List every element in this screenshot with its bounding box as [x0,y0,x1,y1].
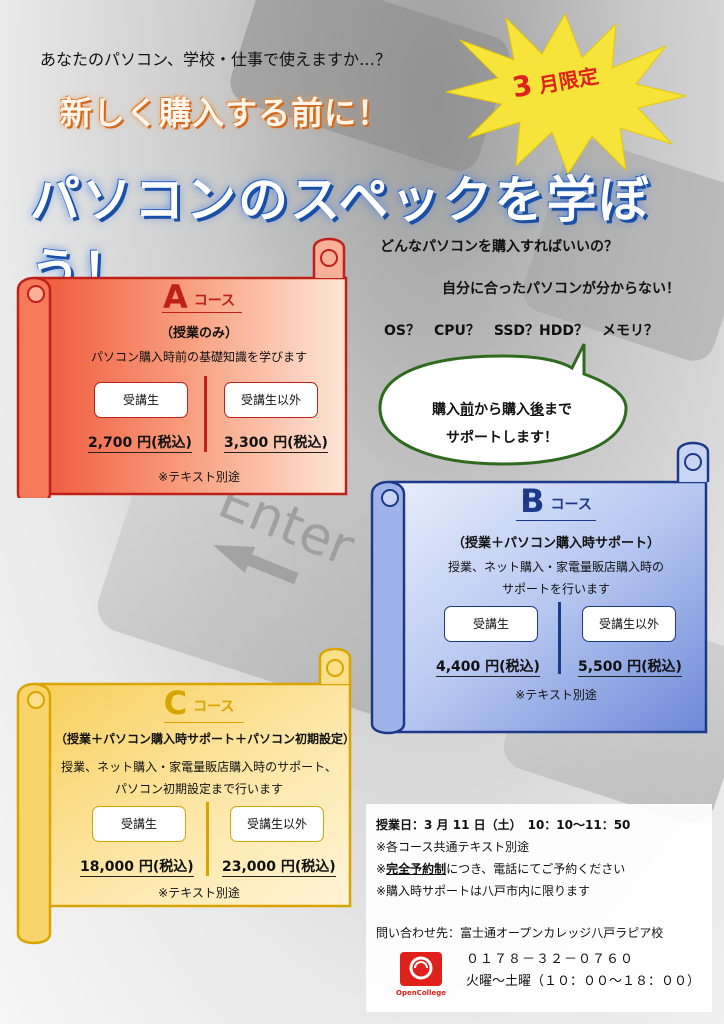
bubble-word-1: 購入 [432,402,460,418]
course-a-description: パソコン購入時前の基礎知識を学びます [90,350,307,364]
bubble-word-after: 後 [530,402,544,418]
course-c-description-1: 授業、ネット購入・家電量販店購入時のサポート、 [61,760,337,774]
course-b-title: B コース [408,482,704,520]
course-b-label-student: 受講生 [444,606,538,642]
question-3: OS？ CPU？ SSD？HDD？ メモリ？ [384,323,659,339]
headline-sub: 新しく購入する前に！ [60,94,391,132]
course-c-card: C コース （授業＋パソコン購入時サポート＋パソコン初期設定） 授業、ネット購入・… [14,644,360,950]
info-note-2-suffix: につき、電話にてご予約ください [446,862,626,876]
course-b-price-other: 5,500 円(税込) [578,656,682,677]
speech-bubble [378,343,628,466]
course-a-card: A コース （授業のみ） パソコン購入時前の基礎知識を学びます 受講生 受講生以外… [14,234,354,498]
course-a-subtitle: （授業のみ） [159,326,238,341]
course-a-scroll-shape [16,237,348,498]
course-b-title-underline [516,520,596,521]
bubble-text: 購入前から購入後まで サポートします！ [412,396,592,452]
contact: 問い合わせ先：富士通オープンカレッジ八戸ラピア校 [376,924,663,941]
course-b-description-2: サポートを行います [501,582,610,596]
contact-phone: ０１７８－３２－０７６０ [466,952,635,967]
course-b-note: ※テキスト別途 [515,688,597,702]
course-b-word: コース [550,497,592,513]
course-a-title: A コース [54,278,344,316]
course-a-word: コース [193,293,236,309]
class-date-label: 授業日： [376,818,425,832]
course-b-price-student: 4,400 円(税込) [436,656,540,677]
course-c-subtitle: （授業＋パソコン購入時サポート＋パソコン初期設定） [54,732,355,746]
info-note-2: ※完全予約制につき、電話にてご予約ください [376,860,625,877]
course-c-letter: C [163,684,188,722]
course-b-card: B コース （授業＋パソコン購入時サポート） 授業、ネット購入・家電量販店購入時の… [368,438,716,736]
course-c-label-student: 受講生 [92,806,186,842]
bubble-line-2: サポートします！ [446,430,558,446]
course-a-label-student: 受講生 [94,382,188,418]
course-c-title: C コース [54,684,344,722]
open-college-logo: OpenCollege [396,952,446,997]
course-b-letter: B [520,482,545,520]
course-a-price-student: 2,700 円(税込) [88,432,192,453]
course-c-scroll-shape [16,647,352,945]
contact-label: 問い合わせ先： [376,926,461,940]
course-b-divider [558,602,561,674]
course-c-price-other: 23,000 円(税込) [222,856,336,877]
class-date-value: 3 月 11 日（土） 10：10～11：50 [424,818,631,832]
course-a-title-underline [162,312,242,313]
course-c-price-student: 18,000 円(税込) [80,856,194,877]
question-2: 自分に合ったパソコンが分からない！ [442,281,680,297]
bubble-word-3: まで [544,402,572,418]
course-a-letter: A [162,278,188,316]
course-b-description-1: 授業、ネット購入・家電量販店購入時の [447,560,664,574]
course-a-note: ※テキスト別途 [158,470,240,484]
contact-hours: 火曜～土曜（１０：００～１８：００） [466,974,701,989]
course-c-description-2: パソコン初期設定まで行います [114,782,283,796]
course-a-label-other: 受講生以外 [224,382,318,418]
course-c-divider [206,802,209,876]
contact-name: 富士通オープンカレッジ八戸ラピア校 [460,926,664,940]
info-box: 授業日：3 月 11 日（土） 10：10～11：50 ※各コース共通テキスト別… [366,804,712,1012]
badge-star [445,12,687,175]
course-c-label-other: 受講生以外 [230,806,324,842]
info-note-2-bold: 完全予約制 [386,862,447,876]
info-note-3: ※購入時サポートは八戸市内に限ります [376,884,591,898]
bubble-word-2: から購入 [474,402,530,418]
course-a-price-other: 3,300 円(税込) [224,432,328,453]
question-1: どんなパソコンを購入すればいいの？ [380,239,618,255]
course-b-subtitle: （授業＋パソコン購入時サポート） [451,536,660,551]
course-c-word: コース [193,699,235,715]
course-a-divider [204,376,207,452]
info-note-1: ※各コース共通テキスト別途 [376,840,530,854]
intro-text: あなたのパソコン、学校・仕事で使えますか…？ [40,50,392,69]
logo-text: OpenCollege [396,989,446,997]
course-b-label-other: 受講生以外 [582,606,676,642]
class-date: 授業日：3 月 11 日（土） 10：10～11：50 [376,816,630,833]
course-c-title-underline [164,722,244,723]
bubble-word-before: 前 [460,402,474,418]
course-c-note: ※テキスト別途 [158,886,240,900]
info-note-2-prefix: ※ [376,862,387,876]
